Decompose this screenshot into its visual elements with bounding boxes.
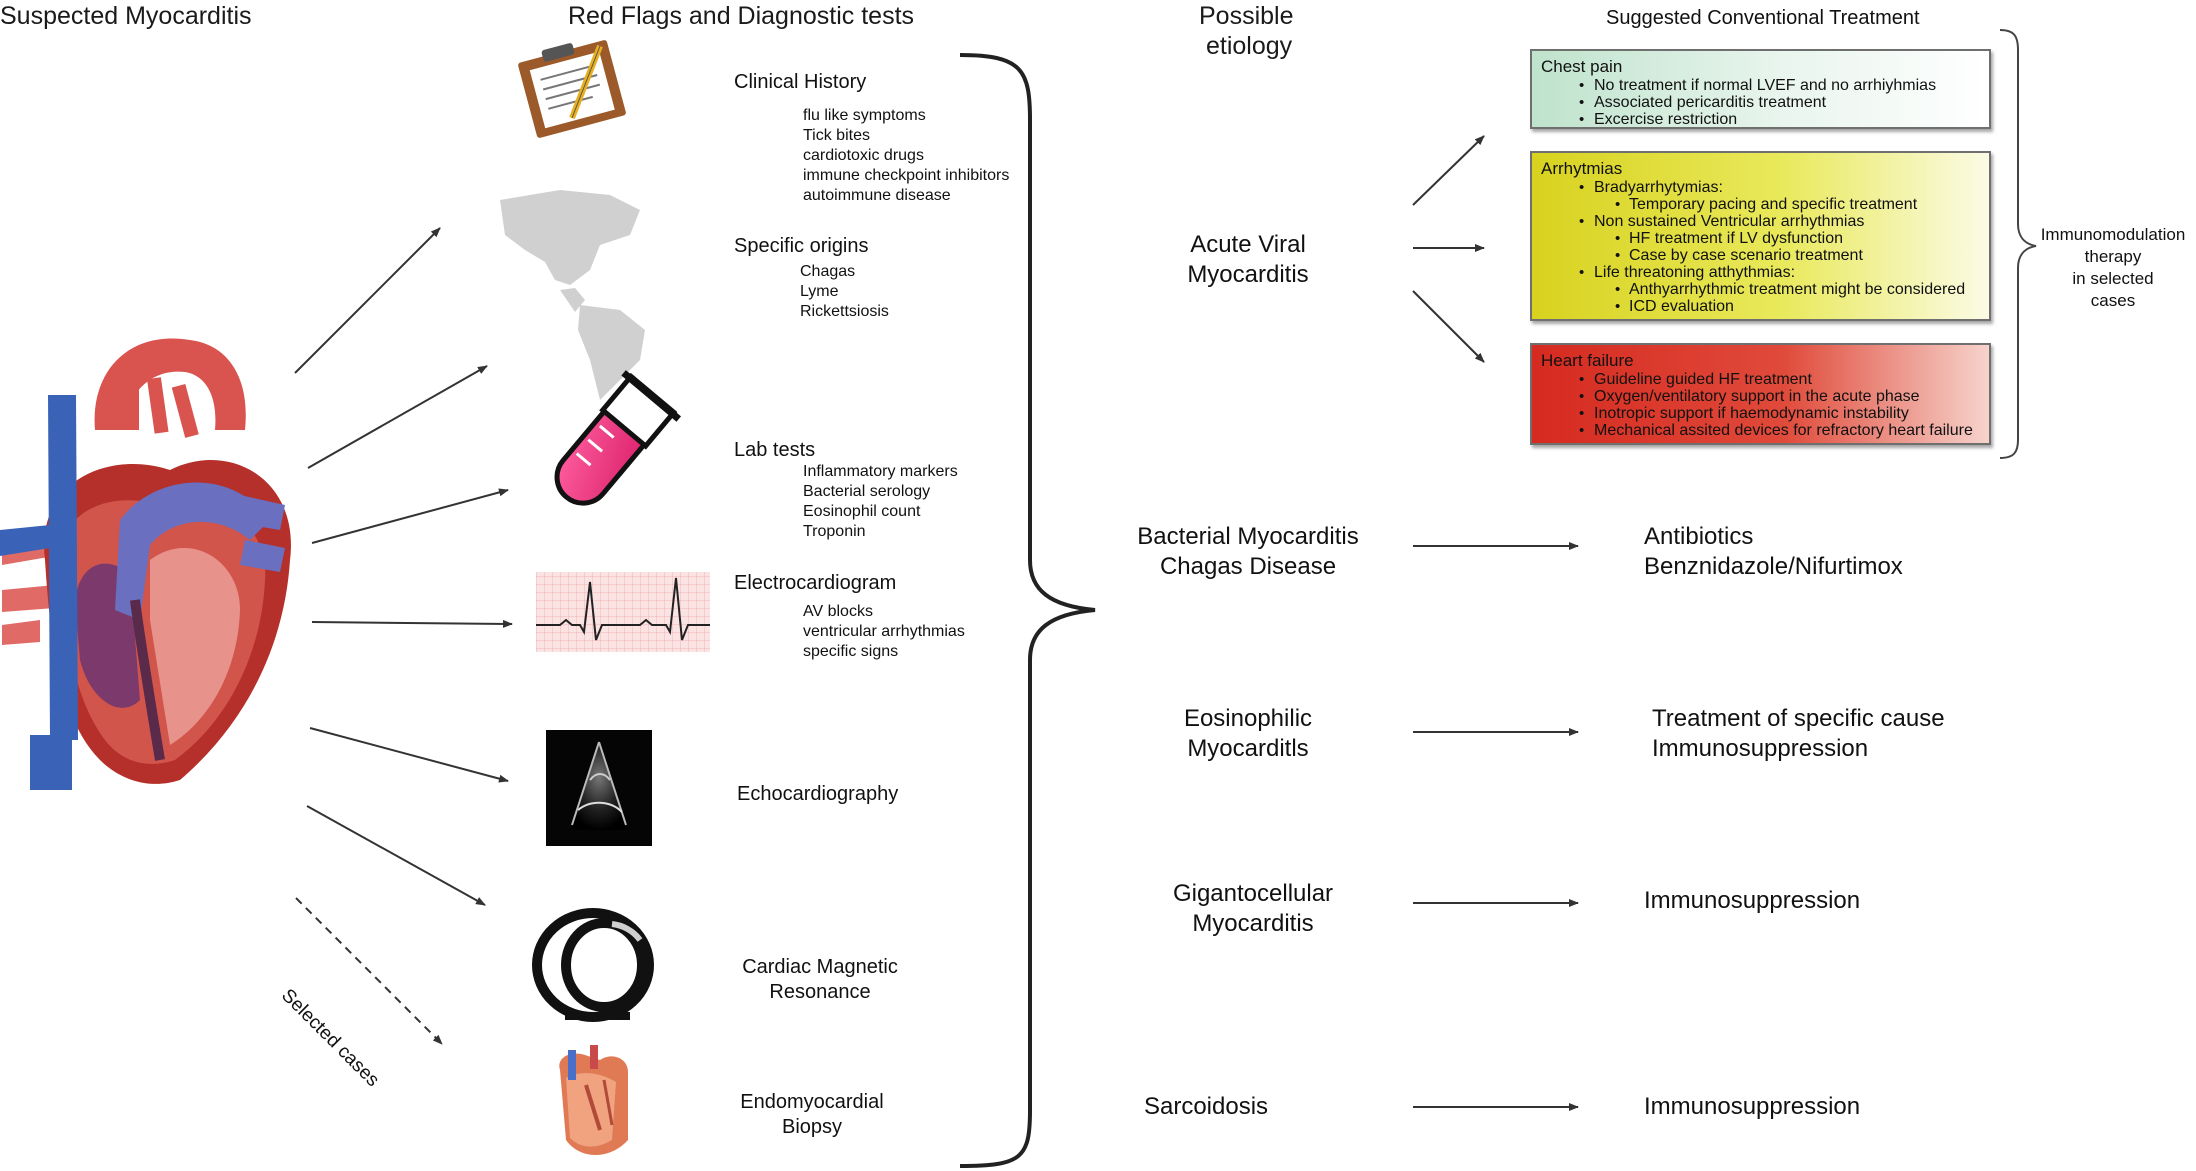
immunomodulation-line: therapy	[2084, 247, 2142, 266]
etiology-bacterial: Bacterial Myocarditis Chagas Disease	[1108, 522, 1388, 582]
cmr-title-line2: Resonance	[769, 981, 871, 1003]
echo-image-icon	[546, 730, 652, 846]
list-item: ventricular arrhythmias	[803, 623, 965, 640]
etiology-line: Myocarditis	[1187, 261, 1309, 288]
emb-title-line1: Endomyocardial	[740, 1091, 884, 1113]
treatment-line: Immunosuppression	[1652, 735, 1869, 762]
list-item: Inotropic support if haemodynamic instab…	[1541, 405, 1980, 422]
list-item: Bacterial serology	[803, 483, 931, 500]
list-item: Anthyarrhythmic treatment might be consi…	[1541, 281, 1980, 298]
treatment-gigantocellular: Immunosuppression	[1644, 886, 1860, 916]
ecg-title: Electrocardiogram	[734, 572, 897, 594]
etiology-line: Bacterial Myocarditis	[1137, 523, 1359, 550]
ecg-strip-icon	[536, 572, 710, 652]
list-item: Tick bites	[803, 127, 870, 144]
heart-failure-box: Heart failure Guideline guided HF treatm…	[1530, 343, 1991, 445]
heart-failure-list: Guideline guided HF treatment Oxygen/ven…	[1541, 371, 1980, 439]
header-suspected-myocarditis: Suspected Myocarditis	[0, 2, 252, 30]
treatment-eosinophilic: Treatment of specific cause Immunosuppre…	[1652, 704, 1945, 764]
list-item: Temporary pacing and specific treatment	[1541, 196, 1980, 213]
list-item: HF treatment if LV dysfunction	[1541, 230, 1980, 247]
list-item: Rickettsiosis	[800, 303, 889, 320]
list-item: Mechanical assited devices for refractor…	[1541, 422, 1980, 439]
treatment-line: Antibiotics	[1644, 523, 1754, 550]
list-item: Bradyarrhytymias:	[1541, 179, 1980, 196]
etiology-sarcoidosis: Sarcoidosis	[1106, 1092, 1306, 1122]
treatment-line: Benznidazole/Nifurtimox	[1644, 553, 1903, 580]
immunomodulation-line: in selected	[2072, 269, 2154, 288]
list-item: Oxygen/ventilatory support in the acute …	[1541, 388, 1980, 405]
list-item: Guideline guided HF treatment	[1541, 371, 1980, 388]
etiology-line: Sarcoidosis	[1143, 1093, 1269, 1120]
cmr-title-line1: Cardiac Magnetic	[742, 956, 898, 978]
lab-tests-list: Inflammatory markers Bacterial serology …	[803, 462, 958, 542]
list-item: Non sustained Ventricular arrhythmias	[1541, 213, 1980, 230]
list-item: No treatment if normal LVEF and no arrhi…	[1541, 77, 1980, 94]
etiology-line: Myocarditis	[1192, 910, 1314, 937]
emb-title: Endomyocardial Biopsy	[712, 1090, 912, 1140]
chest-pain-title: Chest pain	[1541, 57, 1623, 76]
header-conventional-treatment: Suggested Conventional Treatment	[1606, 7, 1920, 29]
list-item: Lyme	[800, 283, 839, 300]
list-item: immune checkpoint inhibitors	[803, 167, 1010, 184]
specific-origins-title: Specific origins	[734, 235, 869, 257]
chest-pain-list: No treatment if normal LVEF and no arrhi…	[1541, 77, 1980, 128]
emb-title-line2: Biopsy	[781, 1116, 843, 1138]
list-item: Life threatoning atthythmias:	[1541, 264, 1980, 281]
treatment-sarcoidosis: Immunosuppression	[1644, 1092, 1860, 1122]
etiology-line: Gigantocellular	[1172, 880, 1334, 907]
header-etiology: etiology	[1206, 32, 1293, 60]
list-item: Troponin	[803, 523, 866, 540]
lab-tests-title: Lab tests	[734, 439, 816, 461]
cmr-title: Cardiac Magnetic Resonance	[720, 955, 920, 1005]
list-item: cardiotoxic drugs	[803, 147, 924, 164]
etiology-gigantocellular: Gigantocellular Myocarditis	[1138, 879, 1368, 939]
list-item: AV blocks	[803, 603, 873, 620]
heart-biopsy-icon	[559, 1045, 628, 1155]
americas-map-icon	[500, 190, 645, 400]
clipboard-icon	[518, 40, 626, 138]
header-possible: Possible	[1199, 2, 1294, 30]
test-tube-icon	[554, 370, 682, 506]
immunomodulation-label: Immunomodulation therapy in selected cas…	[2030, 224, 2196, 312]
list-item: Eosinophil count	[803, 503, 921, 520]
list-item: ICD evaluation	[1541, 298, 1980, 315]
etiology-acute-viral: Acute Viral Myocarditis	[1148, 230, 1348, 290]
immunomodulation-line: Immunomodulation	[2040, 225, 2186, 244]
cmr-ring-icon	[532, 908, 654, 1022]
treatment-line: Immunosuppression	[1644, 1093, 1861, 1120]
echo-title: Echocardiography	[737, 783, 899, 805]
heart-failure-title: Heart failure	[1541, 351, 1634, 370]
etiology-line: Eosinophilic	[1183, 705, 1313, 732]
arrhythmias-list: Bradyarrhytymias: Temporary pacing and s…	[1541, 179, 1980, 315]
etiology-line: Myocarditls	[1187, 735, 1309, 762]
treatment-bacterial: Antibiotics Benznidazole/Nifurtimox	[1644, 522, 1903, 582]
list-item: Inflammatory markers	[803, 463, 958, 480]
clinical-history-title: Clinical History	[734, 71, 867, 93]
treatment-line: Treatment of specific cause	[1652, 705, 1945, 732]
heart-illustration	[0, 338, 291, 790]
chest-pain-box: Chest pain No treatment if normal LVEF a…	[1530, 49, 1991, 129]
list-item: Excercise restriction	[1541, 111, 1980, 128]
etiology-line: Chagas Disease	[1159, 553, 1337, 580]
list-item: autoimmune disease	[803, 187, 951, 204]
etiology-line: Acute Viral	[1190, 231, 1306, 258]
specific-origins-list: Chagas Lyme Rickettsiosis	[800, 262, 889, 322]
treatment-line: Immunosuppression	[1644, 887, 1861, 914]
ecg-list: AV blocks ventricular arrhythmias specif…	[803, 602, 965, 662]
etiology-eosinophilic: Eosinophilic Myocarditls	[1148, 704, 1348, 764]
list-item: specific signs	[803, 643, 899, 660]
list-item: Chagas	[800, 263, 856, 280]
arrhythmias-box: Arrhytmias Bradyarrhytymias: Temporary p…	[1530, 151, 1991, 321]
clinical-history-list: flu like symptoms Tick bites cardiotoxic…	[803, 106, 1009, 206]
list-item: flu like symptoms	[803, 107, 926, 124]
immunomodulation-line: cases	[2090, 291, 2136, 310]
header-red-flags: Red Flags and Diagnostic tests	[568, 2, 915, 30]
arrhythmias-title: Arrhytmias	[1541, 159, 1623, 178]
list-item: Associated pericarditis treatment	[1541, 94, 1980, 111]
list-item: Case by case scenario treatment	[1541, 247, 1980, 264]
